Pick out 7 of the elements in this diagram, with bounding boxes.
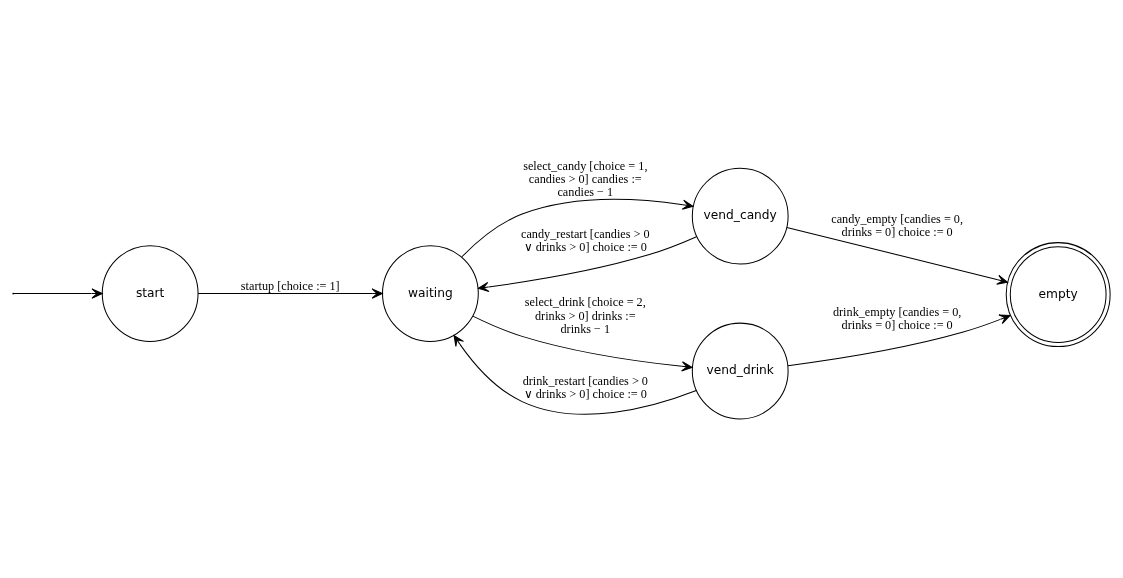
edge-label: select_drink [choice = 2, drinks > 0] drinks := drinks − 1 [524,294,646,336]
edge-label: drink_restart [candies > 0 ∨ drinks > 0] choice := 0 [522,373,648,401]
edge-label: candy_empty [candies = 0, drinks = 0] choice := 0 [831,211,964,239]
edge-label: candy_restart [candies > 0 ∨ drinks > 0] choice := 0 [520,226,650,254]
edge-label: drink_empty [candies = 0, drinks = 0] choice := 0 [832,304,962,332]
edge-label: select_candy [choice = 1, candies > 0] candies := candies − 1 [523,158,648,199]
edge-label: startup [choice := 1] [240,278,340,293]
